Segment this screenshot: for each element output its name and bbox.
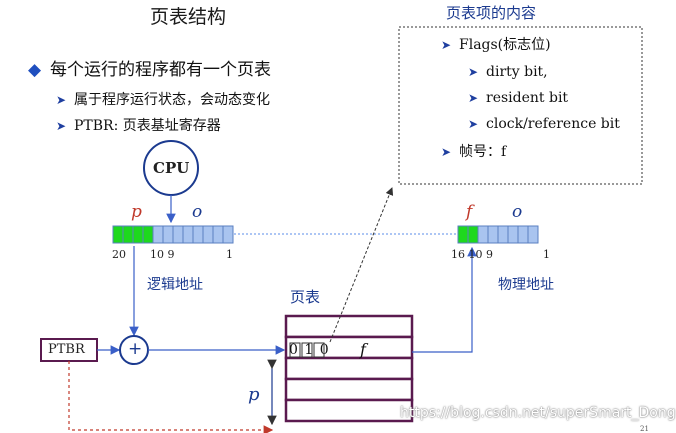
offset-bit-cell <box>182 225 194 244</box>
physical-o-label: o <box>512 202 523 222</box>
ptbr-base-dashed-path <box>68 361 274 433</box>
page-table-row <box>284 356 414 381</box>
arrow-bullet-icon: ➤ <box>56 119 67 133</box>
frame-item: ➤帧号：f <box>441 144 507 160</box>
logical-address-label: 逻辑地址 <box>147 277 203 293</box>
page-bit-cell <box>457 225 469 244</box>
offset-bit-cell <box>212 225 224 244</box>
offset-bit-cell <box>477 225 489 244</box>
arrow-bullet-icon: ➤ <box>441 38 452 52</box>
flag-item-resident: ➤resident bit <box>468 90 569 106</box>
page-table-label: 页表 <box>290 288 321 306</box>
entry-frame-f: f <box>360 340 366 359</box>
diamond-bullet-icon: ◆ <box>28 60 42 80</box>
page-table-row <box>284 398 414 423</box>
page-bit-cell <box>142 225 154 244</box>
physical-tick-1: 1 <box>543 248 550 261</box>
arrow-bullet-icon: ➤ <box>468 91 479 105</box>
offset-bit-cell <box>172 225 184 244</box>
physical-f-label: f <box>466 202 473 222</box>
offset-bit-cell <box>162 225 174 244</box>
physical-address-label: 物理地址 <box>498 277 554 293</box>
offset-bit-cell <box>527 225 539 244</box>
adder-plus-icon: + <box>128 339 143 359</box>
arrow-bullet-icon: ➤ <box>441 145 452 159</box>
frame-to-physical-arrow <box>412 246 477 353</box>
offset-bit-cell <box>497 225 509 244</box>
entry-bit-cell <box>313 342 325 358</box>
entry-content-box <box>398 26 643 185</box>
physical-address-register <box>457 225 539 244</box>
offset-bit-cell <box>202 225 214 244</box>
logical-tick-20: 20 <box>112 248 126 261</box>
page-bit-cell <box>467 225 479 244</box>
cpu-label: CPU <box>153 159 190 177</box>
bullet-main: ◆每个运行的程序都有一个页表 <box>28 60 271 80</box>
bullet-sub-1: ➤属于程序运行状态，会动态变化 <box>56 92 270 108</box>
page-number: 21 <box>640 425 649 433</box>
offset-bit-cell <box>507 225 519 244</box>
logical-p-label: p <box>131 202 142 222</box>
arrow-bullet-icon: ➤ <box>468 117 479 131</box>
offset-bit-cell <box>192 225 204 244</box>
arrow-bullet-icon: ➤ <box>468 65 479 79</box>
page-table-row <box>284 377 414 402</box>
offset-bit-cell <box>487 225 499 244</box>
offset-bit-cell <box>517 225 529 244</box>
logical-tick-1: 1 <box>226 248 233 261</box>
offset-bit-cell <box>222 225 234 244</box>
ptbr-label: PTBR <box>48 342 85 357</box>
bullet-sub-2: ➤PTBR: 页表基址寄存器 <box>56 118 221 134</box>
logical-tick-10-9: 10 9 <box>150 248 175 261</box>
watermark: https://blog.csdn.net/superSmart_Dong <box>400 405 676 421</box>
entry-bit-cell <box>301 342 313 358</box>
physical-tick-16-10-9: 16 10 9 <box>451 248 493 261</box>
slide-title: 页表结构 <box>150 6 227 28</box>
entry-detail-arrow <box>329 187 394 343</box>
p-offset-label: p <box>248 384 260 405</box>
flag-item-dirty: ➤dirty bit, <box>468 64 548 80</box>
page-bit-cell <box>122 225 134 244</box>
logical-address-register <box>112 225 234 244</box>
page-table <box>284 314 414 423</box>
flags-item: ➤Flags(标志位) <box>441 37 551 53</box>
entry-bit-cell <box>289 342 301 358</box>
arrow-bullet-icon: ➤ <box>56 93 67 107</box>
page-table-row <box>284 314 414 339</box>
entry-bits: 0 1 0 <box>289 342 330 358</box>
logical-o-label: o <box>192 202 203 222</box>
page-bit-cell <box>132 225 144 244</box>
entry-box-title: 页表项的内容 <box>446 4 537 22</box>
offset-bit-cell <box>152 225 164 244</box>
flag-item-clock: ➤clock/reference bit <box>468 116 620 132</box>
page-bit-cell <box>112 225 124 244</box>
